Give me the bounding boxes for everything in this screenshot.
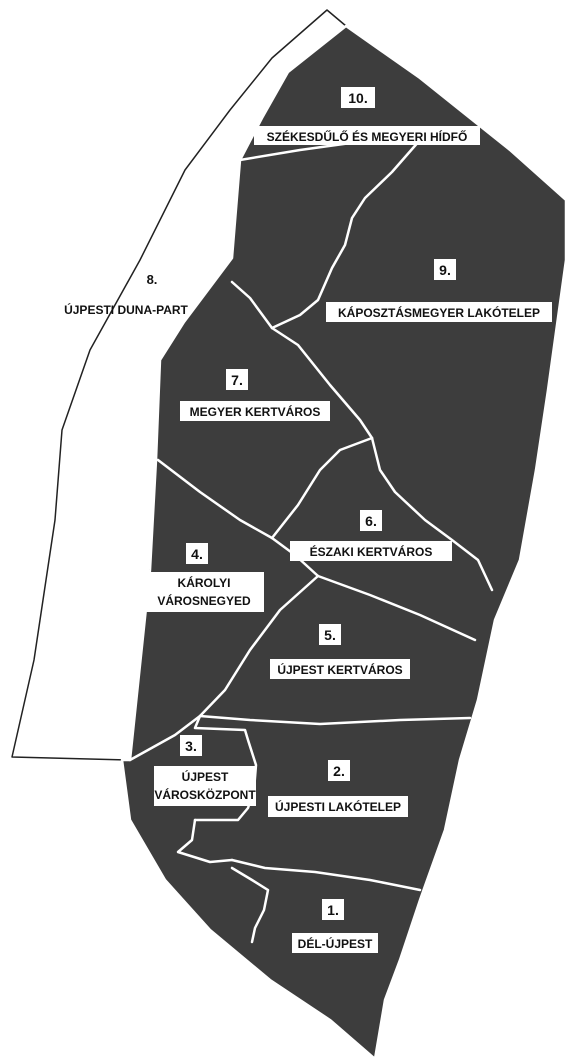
district-10-number-tag: 10. (341, 87, 375, 108)
district-3-number-tag: 3. (180, 735, 202, 756)
district-2-name-tag: ÚJPESTI LAKÓTELEP (268, 796, 408, 817)
boundary-1-west (230, 866, 270, 944)
district-6-number: 6. (365, 513, 377, 529)
district-1-name: DÉL-ÚJPEST (298, 936, 373, 951)
district-8-label: 8. ÚJPESTI DUNA-PART (64, 272, 188, 317)
district-7-name-tag: MEGYER KERTVÁROS (180, 401, 330, 421)
district-9-number: 9. (439, 262, 451, 278)
district-6-number-tag: 6. (360, 510, 382, 531)
district-2-number-tag: 2. (328, 760, 350, 781)
boundary-5-2 (198, 714, 472, 726)
district-9-name: KÁPOSZTÁSMEGYER LAKÓTELEP (338, 305, 540, 320)
district-8-number: 8. (147, 272, 158, 287)
boundary-8-7-top (230, 280, 274, 330)
boundary-10-east (270, 138, 422, 330)
boundary-3-1 (176, 818, 234, 864)
district-10-name: SZÉKESDŰLŐ ÉS MEGYERI HÍDFŐ (267, 129, 468, 144)
district-2-name: ÚJPESTI LAKÓTELEP (275, 799, 401, 814)
district-3-number: 3. (185, 738, 197, 754)
district-5-number: 5. (324, 627, 336, 643)
district-3-name-line1: ÚJPEST (182, 769, 229, 784)
district-1-number: 1. (327, 902, 339, 918)
boundary-9-6 (370, 436, 494, 592)
district-3-name-tag: ÚJPEST VÁROSKÖZPONT (154, 766, 256, 806)
district-6-name: ÉSZAKI KERTVÁROS (310, 544, 433, 559)
boundary-3-4 (128, 714, 202, 762)
boundary-4-5 (198, 574, 320, 718)
district-4-name-tag: KÁROLYI VÁROSNEGYED (144, 572, 264, 612)
district-1-name-tag: DÉL-ÚJPEST (292, 933, 378, 953)
district-4-name-line2: VÁROSNEGYED (157, 593, 251, 608)
district-4-number-tag: 4. (186, 543, 208, 564)
district-7-number: 7. (231, 372, 243, 388)
district-4-number: 4. (191, 546, 203, 562)
district-3-name-line2: VÁROSKÖZPONT (154, 787, 256, 802)
district-7-name: MEGYER KERTVÁROS (190, 404, 321, 419)
district-4-name-line1: KÁROLYI (178, 575, 231, 590)
district-6-name-tag: ÉSZAKI KERTVÁROS (290, 541, 452, 561)
district-10-number: 10. (348, 90, 367, 106)
boundary-6-5 (316, 574, 477, 642)
district-10-name-tag: SZÉKESDŰLŐ ÉS MEGYERI HÍDFŐ (254, 126, 480, 145)
district-5-name: ÚJPEST KERTVÁROS (277, 662, 402, 677)
district-5-number-tag: 5. (319, 624, 341, 645)
district-8-name: ÚJPESTI DUNA-PART (64, 302, 188, 317)
district-1-number-tag: 1. (322, 899, 344, 920)
district-2-number: 2. (333, 763, 345, 779)
district-9-name-tag: KÁPOSZTÁSMEGYER LAKÓTELEP (326, 302, 552, 322)
boundary-7-6 (270, 436, 374, 540)
boundary-3-2 (193, 714, 258, 822)
boundary-2-1 (230, 858, 422, 892)
boundary-7-4 (156, 458, 274, 540)
district-5-name-tag: ÚJPEST KERTVÁROS (270, 659, 410, 679)
district-9-number-tag: 9. (434, 259, 456, 280)
boundary-7-9 (270, 326, 374, 440)
district-7-number-tag: 7. (226, 369, 248, 390)
